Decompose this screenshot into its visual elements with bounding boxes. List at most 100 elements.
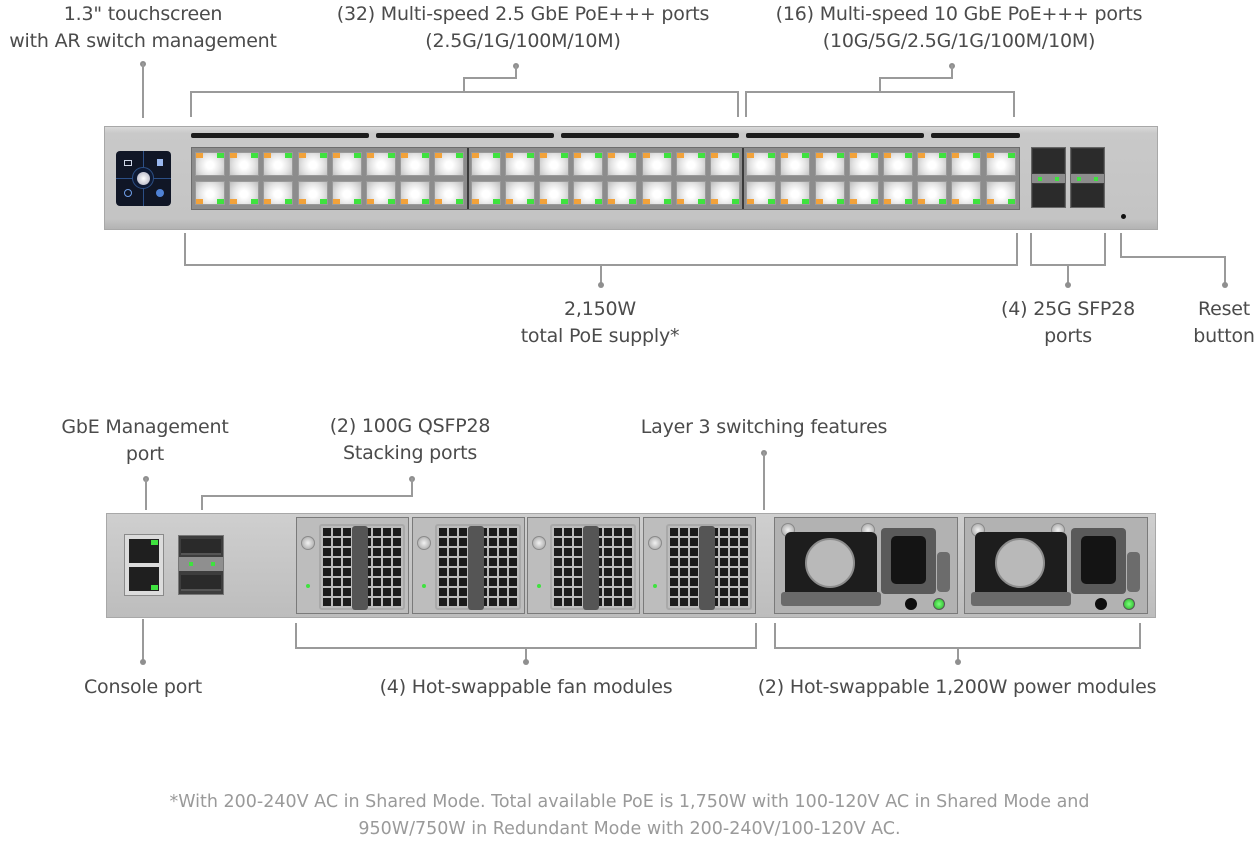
- qsfp28-port-1[interactable]: [181, 539, 221, 555]
- rj45-port-2-5g[interactable]: [366, 181, 396, 205]
- rj45-port-10g[interactable]: [883, 152, 913, 176]
- leader-line: [1224, 256, 1226, 284]
- power-module[interactable]: [774, 517, 958, 614]
- rj45-port-10g[interactable]: [985, 152, 1016, 176]
- rj45-port-10g[interactable]: [814, 181, 845, 205]
- port-led-orange: [711, 153, 718, 158]
- rj45-port-2-5g[interactable]: [434, 181, 465, 205]
- port-led-orange: [367, 199, 374, 204]
- rj45-port-10g[interactable]: [917, 152, 948, 176]
- sfp28-port[interactable]: [1033, 149, 1064, 173]
- port-led-green: [939, 153, 947, 158]
- fan-module[interactable]: [296, 517, 409, 614]
- port-led-orange: [642, 153, 650, 158]
- leader-dot: [598, 282, 604, 288]
- rj45-port-2-5g[interactable]: [434, 152, 465, 176]
- rj45-port-2-5g[interactable]: [573, 152, 604, 176]
- fan-handle[interactable]: [352, 526, 368, 610]
- fan-handle[interactable]: [467, 526, 484, 610]
- reset-button[interactable]: [1121, 214, 1126, 219]
- psu-latch[interactable]: [1127, 552, 1140, 592]
- rj45-port-2-5g[interactable]: [195, 181, 225, 205]
- touchscreen-display[interactable]: [116, 151, 171, 206]
- rj45-port-2-5g[interactable]: [229, 152, 260, 176]
- rj45-port-10g[interactable]: [814, 152, 845, 176]
- fan-status-led: [537, 584, 541, 588]
- rj45-port-2-5g[interactable]: [470, 152, 501, 176]
- rj45-port-2-5g[interactable]: [229, 181, 260, 205]
- ports-10g-label-line1: (16) Multi-speed 10 GbE PoE+++ ports: [775, 3, 1143, 25]
- screen-center-button-icon: [137, 172, 150, 185]
- port-led-orange: [918, 199, 926, 204]
- sfp28-port[interactable]: [1033, 184, 1064, 207]
- rj45-port-10g[interactable]: [848, 181, 879, 205]
- rj45-port-10g[interactable]: [848, 152, 879, 176]
- rj45-port-2-5g[interactable]: [504, 181, 535, 205]
- screen-info-icon: [124, 189, 132, 197]
- rj45-port-2-5g[interactable]: [539, 181, 569, 205]
- rj45-port-2-5g[interactable]: [331, 152, 362, 176]
- rj45-port-2-5g[interactable]: [710, 152, 740, 176]
- rj45-port-2-5g[interactable]: [195, 152, 225, 176]
- rj45-port-2-5g[interactable]: [263, 181, 294, 205]
- rj45-port-10g[interactable]: [780, 181, 811, 205]
- rj45-port-2-5g[interactable]: [400, 152, 431, 176]
- leader-line: [525, 647, 527, 661]
- port-led-green: [251, 153, 259, 158]
- psu-handle[interactable]: [781, 592, 881, 606]
- rj45-port-2-5g[interactable]: [641, 181, 672, 205]
- rj45-port-10g[interactable]: [951, 181, 982, 205]
- rj45-port-2-5g[interactable]: [539, 152, 569, 176]
- rj45-port-10g[interactable]: [951, 152, 982, 176]
- fan-handle[interactable]: [698, 526, 715, 610]
- leader-line: [1120, 256, 1226, 258]
- rj45-port-2-5g[interactable]: [710, 181, 740, 205]
- console-port[interactable]: [129, 567, 159, 591]
- sfp28-port[interactable]: [1072, 184, 1103, 207]
- rj45-port-10g[interactable]: [746, 152, 777, 176]
- rj45-port-2-5g[interactable]: [470, 181, 501, 205]
- fan-module[interactable]: [527, 517, 640, 614]
- qsfp28-port-2[interactable]: [181, 575, 221, 591]
- mgmt-port[interactable]: [129, 539, 159, 563]
- port-led-orange: [815, 199, 823, 204]
- rj45-port-10g[interactable]: [746, 181, 777, 205]
- rj45-port-2-5g[interactable]: [297, 152, 328, 176]
- rj45-port-2-5g[interactable]: [366, 152, 396, 176]
- rj45-port-10g[interactable]: [917, 181, 948, 205]
- rj45-port-10g[interactable]: [780, 152, 811, 176]
- port-led-green: [629, 153, 637, 158]
- rj45-port-10g[interactable]: [883, 181, 913, 205]
- rj45-port-2-5g[interactable]: [675, 181, 706, 205]
- poe-supply-label-line2: total PoE supply*: [520, 325, 680, 347]
- fan-handle[interactable]: [583, 526, 599, 610]
- rj45-port-2-5g[interactable]: [504, 152, 535, 176]
- psu-fan-icon: [995, 538, 1045, 588]
- rj45-port-10g[interactable]: [985, 181, 1016, 205]
- psu-handle[interactable]: [971, 592, 1071, 606]
- rj45-port-2-5g[interactable]: [331, 181, 362, 205]
- ac-inlet[interactable]: [1071, 528, 1126, 594]
- port-led-orange: [608, 153, 616, 158]
- rj45-port-2-5g[interactable]: [607, 152, 638, 176]
- port-led-green: [836, 199, 844, 204]
- rj45-port-2-5g[interactable]: [263, 152, 294, 176]
- power-module[interactable]: [964, 517, 1148, 614]
- psu-latch[interactable]: [937, 552, 950, 592]
- ports-10g-label: (16) Multi-speed 10 GbE PoE+++ ports (10…: [776, 1, 1143, 55]
- qsfp28-led-bar: [179, 557, 223, 571]
- sfp28-port[interactable]: [1072, 149, 1103, 173]
- rj45-port-2-5g[interactable]: [573, 181, 604, 205]
- rj45-port-2-5g[interactable]: [607, 181, 638, 205]
- leader-line: [1139, 623, 1141, 649]
- touchscreen-label-line1: 1.3" touchscreen: [63, 3, 223, 25]
- leader-line: [142, 619, 144, 661]
- rj45-port-2-5g[interactable]: [675, 152, 706, 176]
- rj45-port-2-5g[interactable]: [400, 181, 431, 205]
- fan-module[interactable]: [642, 517, 756, 614]
- fan-module[interactable]: [411, 517, 525, 614]
- ac-inlet[interactable]: [881, 528, 936, 594]
- rj45-port-2-5g[interactable]: [297, 181, 328, 205]
- rj45-port-2-5g[interactable]: [641, 152, 672, 176]
- psu-hole: [905, 598, 917, 610]
